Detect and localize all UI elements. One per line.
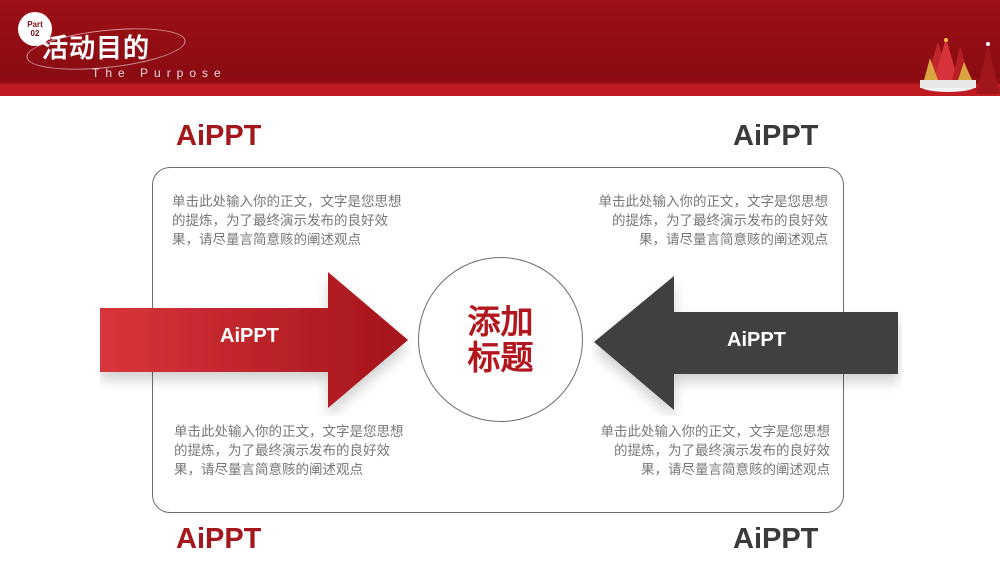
arrow-left-dark [594,276,898,410]
corner-label-bottom-left: AiPPT [176,523,262,555]
page-title: 活动目的 [42,34,151,64]
header-strip [0,84,1000,96]
part-label: Part [27,20,43,29]
corner-label-top-right: AiPPT [733,120,819,152]
arrow-right-label: AiPPT [727,329,786,351]
paragraph-bottom-right: 单击此处输入你的正文，文字是您思想的提炼，为了最终演示发布的良好效果，请尽量言简… [600,424,831,477]
paragraph-bottom-left: 单击此处输入你的正文，文字是您思想的提炼，为了最终演示发布的良好效果，请尽量言简… [174,424,404,477]
center-circle: 添加标题 [418,257,583,422]
paragraph-top-right: 单击此处输入你的正文，文字是您思想的提炼，为了最终演示发布的良好效果，请尽量言简… [598,194,829,247]
center-title: 添加标题 [467,302,534,376]
arrow-right-red [100,272,408,408]
corner-label-top-left: AiPPT [176,120,262,152]
corner-label-bottom-right: AiPPT [733,523,819,555]
christmas-tree-decoration-icon [920,38,1000,94]
header-bar: Part 02 活动目的 The Purpose [0,0,1000,96]
part-number: 02 [30,29,40,38]
part-badge: Part 02 [18,12,52,46]
paragraph-top-left: 单击此处输入你的正文，文字是您思想的提炼，为了最终演示发布的良好效果，请尽量言简… [172,194,402,247]
arrow-left-label: AiPPT [220,325,279,347]
page-subtitle: The Purpose [92,66,227,80]
